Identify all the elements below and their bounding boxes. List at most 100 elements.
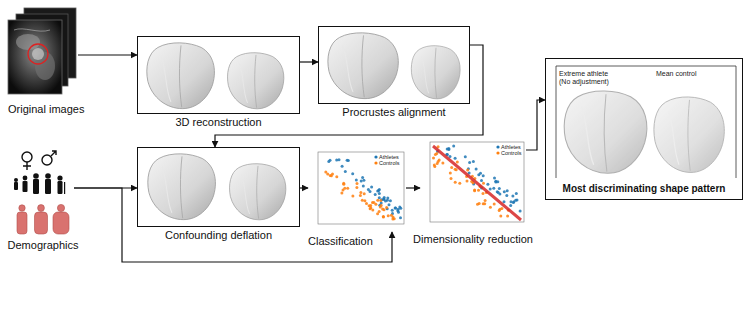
- illustration-part: [449, 155, 452, 158]
- illustration-part: [324, 171, 327, 174]
- mri-stack: [8, 8, 76, 94]
- illustration-part: [398, 206, 401, 209]
- illustration-part: [8, 20, 62, 94]
- illustration-part: [477, 189, 480, 192]
- illustration-part: [503, 190, 506, 193]
- flow-arrow: [74, 188, 392, 262]
- illustration-part: [441, 162, 444, 165]
- illustration-part: [411, 46, 460, 99]
- process-box: Confounding deflation: [137, 147, 300, 227]
- illustration-part: [473, 189, 476, 192]
- illustration-part: [380, 204, 383, 207]
- node-label: Classification: [308, 235, 373, 247]
- illustration-part: [351, 194, 354, 197]
- illustration-part: [379, 199, 382, 202]
- illustration-part: [498, 208, 501, 211]
- illustration-part: [496, 190, 499, 193]
- classification-scatter: [318, 152, 404, 224]
- illustration-part: [342, 183, 345, 186]
- illustration-part: [483, 202, 486, 205]
- illustration-part: [382, 216, 385, 219]
- aligned-heart-models: [328, 33, 460, 99]
- illustration-part: [489, 188, 492, 191]
- illustration-part: [391, 209, 394, 212]
- illustration-part: [456, 161, 459, 164]
- illustration-part: [454, 157, 457, 160]
- flow-arrow: [300, 187, 308, 188]
- illustration-part: [472, 160, 475, 163]
- illustration-part: [363, 192, 366, 195]
- illustration-part: [57, 204, 64, 211]
- illustration-part: [449, 172, 452, 175]
- flow-arrow: [526, 100, 545, 150]
- illustration-part: [432, 157, 435, 160]
- illustration-part: [496, 145, 499, 148]
- illustration-part: [346, 187, 349, 190]
- illustration-part: [328, 33, 398, 99]
- illustration-part: [22, 152, 32, 162]
- illustration-part: [362, 184, 365, 187]
- illustration-part: [347, 159, 350, 162]
- illustration-part: [363, 199, 366, 202]
- illustration-part: [479, 172, 482, 175]
- illustration-part: [475, 168, 478, 171]
- illustration-part: [371, 209, 374, 212]
- illustration-part: [499, 215, 502, 218]
- illustration-part: [510, 200, 513, 203]
- legend-label: Athletes: [379, 155, 399, 161]
- illustration-part: [446, 147, 449, 150]
- illustration-part: [484, 199, 487, 202]
- illustration-part: [437, 160, 440, 163]
- illustration-part: [355, 186, 358, 189]
- illustration-part: [324, 158, 402, 220]
- illustration-part: [148, 154, 216, 220]
- illustration-part: [509, 204, 512, 207]
- illustration-part: [492, 187, 495, 190]
- illustration-part: [378, 210, 381, 213]
- flow-arrow: [215, 45, 483, 147]
- illustration-part: [482, 192, 485, 195]
- illustration-part: [343, 187, 346, 190]
- result-box: Extreme athlete (No adjustment) Mean cont…: [545, 58, 743, 200]
- node-label: Original images: [8, 103, 84, 115]
- illustration-part: [64, 182, 65, 194]
- illustration-part: [378, 188, 381, 191]
- illustration-part: [564, 91, 647, 173]
- illustration-part: [360, 180, 363, 183]
- illustration-part: [365, 202, 368, 205]
- illustration-part: [329, 159, 332, 162]
- illustration-part: [454, 168, 457, 171]
- illustration-part: [338, 158, 341, 161]
- illustration-part: [454, 181, 457, 184]
- illustration-part: [14, 182, 18, 190]
- illustration-part: [514, 199, 517, 202]
- node-label: Procrustes alignment: [342, 106, 445, 118]
- panel-caption: Mean control: [656, 70, 696, 77]
- age-silhouettes: [14, 173, 65, 194]
- illustration-part: [433, 146, 521, 220]
- flow-arrow: [300, 61, 318, 62]
- illustration-part: [369, 190, 372, 193]
- deflated-heart-models: [148, 154, 286, 220]
- illustration-part: [58, 181, 63, 194]
- illustration-part: [33, 173, 39, 179]
- illustration-part: [450, 166, 453, 169]
- illustration-part: [45, 173, 51, 179]
- illustration-part: [376, 199, 379, 202]
- illustration-part: [372, 201, 375, 204]
- illustration-part: [493, 203, 496, 206]
- illustration-part: [482, 174, 485, 177]
- illustration-part: [434, 153, 437, 156]
- panel-caption: Extreme athlete (No adjustment): [559, 70, 619, 86]
- illustration-part: [351, 172, 354, 175]
- illustration-part: [392, 216, 395, 219]
- illustration-part: [496, 151, 499, 154]
- illustration-part: [329, 174, 332, 177]
- illustration-part: [399, 216, 402, 219]
- illustration-part: [394, 206, 397, 209]
- illustration-part: [17, 212, 27, 234]
- illustration-part: [383, 208, 386, 211]
- illustration-part: [468, 161, 471, 164]
- node-label: Confounding deflation: [165, 229, 272, 241]
